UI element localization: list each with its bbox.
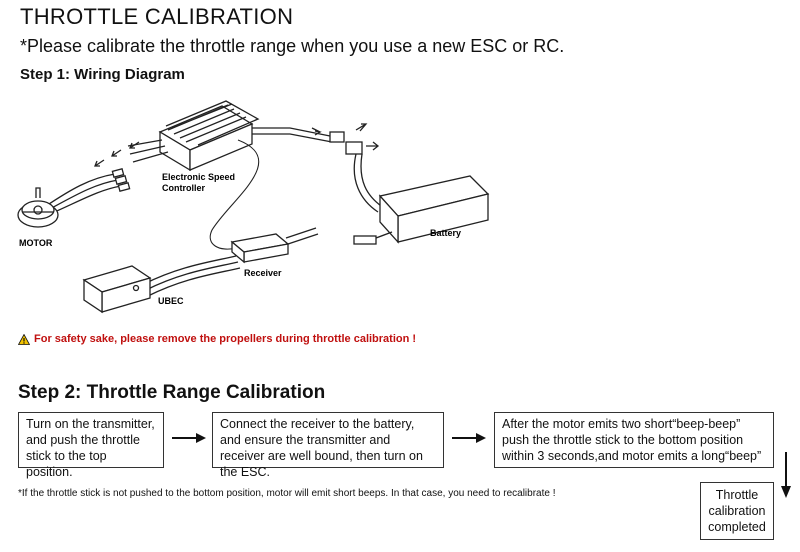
page-title: THROTTLE CALIBRATION (20, 4, 294, 29)
battery-label: Battery (430, 228, 461, 238)
esc-label-line1: Electronic Speed (162, 172, 235, 182)
arrow-2-to-3 (452, 433, 486, 443)
battery-drawing (353, 175, 490, 245)
step-box-3: After the motor emits two short“beep-bee… (494, 412, 774, 468)
motor-drawing (17, 187, 59, 228)
receiver-label: Receiver (244, 268, 282, 278)
step1-heading: Step 1: Wiring Diagram (20, 66, 185, 83)
receiver-drawing (230, 227, 319, 264)
warning-text: For safety sake, please remove the prope… (34, 333, 417, 345)
ubec-label: UBEC (158, 296, 184, 306)
step-box-1: Turn on the transmitter, and push the th… (18, 412, 164, 479)
step-box-2: Connect the receiver to the battery, and… (212, 412, 444, 479)
safety-warning: For safety sake, please remove the prope… (18, 333, 416, 345)
esc-label-line2: Controller (162, 183, 205, 193)
step2-heading: Step 2: Throttle Range Calibration (18, 382, 326, 403)
warning-icon (18, 333, 30, 345)
recalibrate-note: *If the throttle stick is not pushed to … (18, 488, 556, 499)
motor-label: MOTOR (19, 238, 53, 248)
arrow-1-to-2 (172, 433, 206, 443)
page-subtitle: *Please calibrate the throttle range whe… (20, 36, 565, 56)
arrow-3-down (781, 452, 791, 498)
ubec-drawing (82, 265, 152, 314)
wiring-diagram: Electronic Speed Controller MOTOR Batter… (17, 100, 490, 314)
step-box-4: Throttle calibration completed (700, 482, 774, 540)
